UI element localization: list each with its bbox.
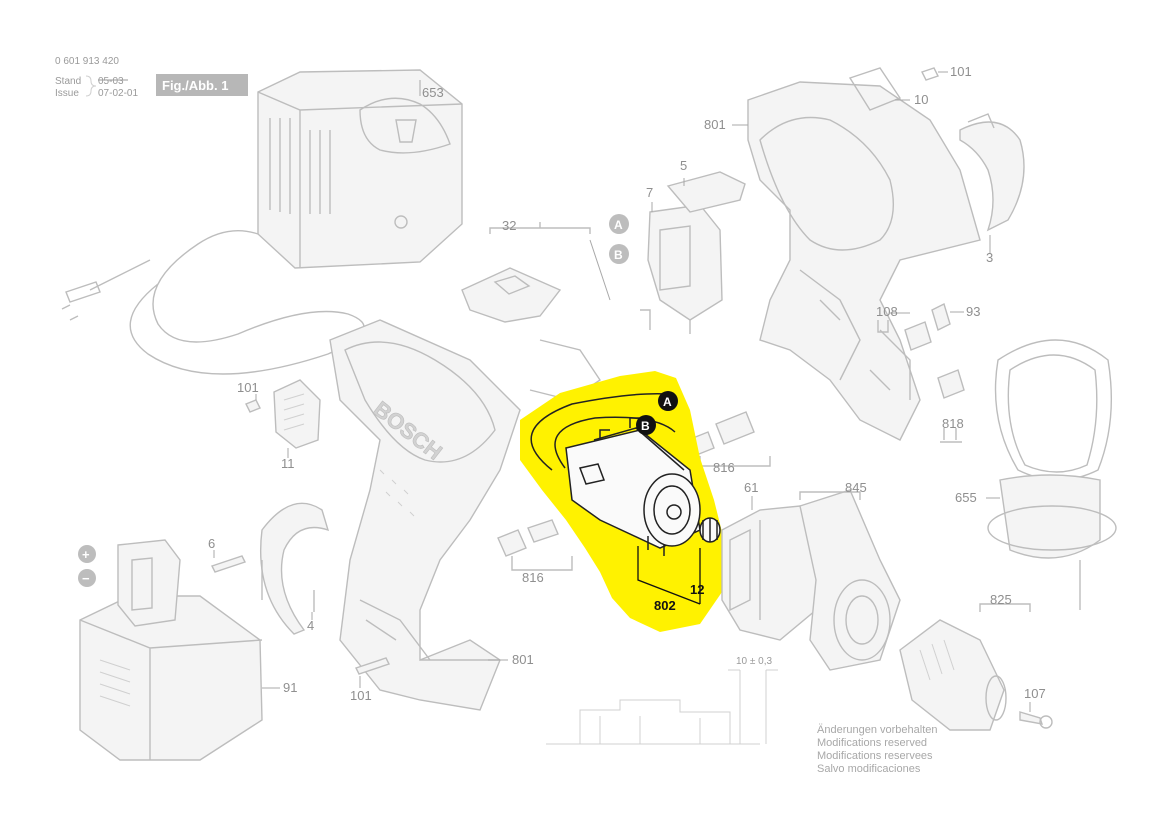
battery-91: 91 + − (78, 539, 297, 761)
svg-text:A: A (663, 395, 672, 409)
part-4: 4 (259, 502, 330, 635)
switch-7: 7 (640, 185, 723, 334)
dimension-label: 10 ± 0,3 (736, 656, 773, 667)
callout-653: 653 (422, 85, 444, 100)
marker-a-motor: A (658, 391, 678, 411)
note-fr: Modifications reservees (817, 750, 933, 762)
callout-3: 3 (986, 250, 993, 265)
marker-a-left: A (609, 214, 629, 234)
holster-655: 655 (955, 339, 1117, 610)
cover-3: 3 (959, 113, 1025, 265)
callout-845: 845 (845, 480, 867, 495)
callout-101-top: 101 (950, 64, 972, 79)
note-de: Änderungen vorbehalten (817, 724, 937, 736)
callout-4: 4 (307, 618, 314, 633)
svg-text:−: − (82, 571, 90, 586)
marker-b-motor: B (636, 415, 656, 435)
gearbox-845: 845 (799, 480, 901, 671)
part-11: 11 101 (237, 379, 321, 471)
screw-6: 6 (208, 536, 246, 573)
callout-5: 5 (680, 158, 687, 173)
callout-32: 32 (502, 218, 516, 233)
callout-91: 91 (283, 680, 297, 695)
minus-terminal-icon: − (78, 569, 96, 587)
slider-5: 5 (666, 158, 746, 213)
callout-101-left: 101 (237, 380, 259, 395)
part-number: 0 601 913 420 (55, 56, 119, 67)
charger-653: 653 (61, 69, 463, 375)
note-en: Modifications reserved (817, 737, 927, 749)
pinion-12 (699, 517, 721, 543)
svg-text:B: B (641, 419, 650, 433)
callout-10: 10 (914, 92, 928, 107)
callout-12: 12 (690, 582, 704, 597)
issue-value: 07-02-01 (98, 88, 138, 99)
part-32: 32 (461, 218, 611, 401)
callout-7: 7 (646, 185, 653, 200)
callout-655: 655 (955, 490, 977, 505)
callout-6: 6 (208, 536, 215, 551)
parts-108-93-818: 108 93 818 (876, 303, 980, 443)
svg-text:+: + (82, 547, 90, 562)
motor-802: 12 802 A B (530, 391, 721, 613)
callout-11: 11 (281, 456, 295, 471)
housing-half-801-top: 801 10 101 (704, 64, 981, 441)
screw-107: 107 (1019, 686, 1053, 729)
drawing-header: 0 601 913 420 Stand Issue 05-03 07-02-01… (55, 56, 248, 99)
callout-93: 93 (966, 304, 980, 319)
callout-816-left: 816 (522, 570, 544, 585)
issue-label: Issue (55, 88, 79, 99)
callout-818: 818 (942, 416, 964, 431)
svg-text:A: A (614, 218, 623, 232)
callout-107: 107 (1024, 686, 1046, 701)
callout-801-top: 801 (704, 117, 726, 132)
callout-101-bottom: 101 (350, 688, 372, 703)
callout-825: 825 (990, 592, 1012, 607)
callout-802: 802 (654, 598, 676, 613)
housing-half-801-bottom: BOSCH 801 (329, 319, 534, 711)
fig-badge (156, 74, 248, 96)
modification-notes: Änderungen vorbehalten Modifications res… (817, 724, 937, 775)
bracket-brace (85, 75, 97, 97)
brush-holder-816-left: 816 (497, 519, 573, 585)
callout-816-right: 816 (713, 460, 735, 475)
callout-801-bottom: 801 (512, 652, 534, 667)
plus-terminal-icon: + (78, 545, 96, 563)
stand-label: Stand (55, 76, 81, 87)
fig-badge-label: Fig./Abb. 1 (162, 78, 228, 93)
chuck-825: 825 (899, 592, 1031, 731)
stand-value: 05-03 (98, 76, 124, 87)
callout-61: 61 (744, 480, 758, 495)
dimension-detail: 10 ± 0,3 (546, 656, 778, 745)
svg-text:B: B (614, 248, 623, 262)
marker-b-left: B (609, 244, 629, 264)
callout-108: 108 (876, 304, 898, 319)
gearbox-61: 61 (721, 480, 821, 641)
note-es: Salvo modificaciones (817, 763, 921, 775)
screw-101-bottom: 101 (350, 657, 390, 703)
